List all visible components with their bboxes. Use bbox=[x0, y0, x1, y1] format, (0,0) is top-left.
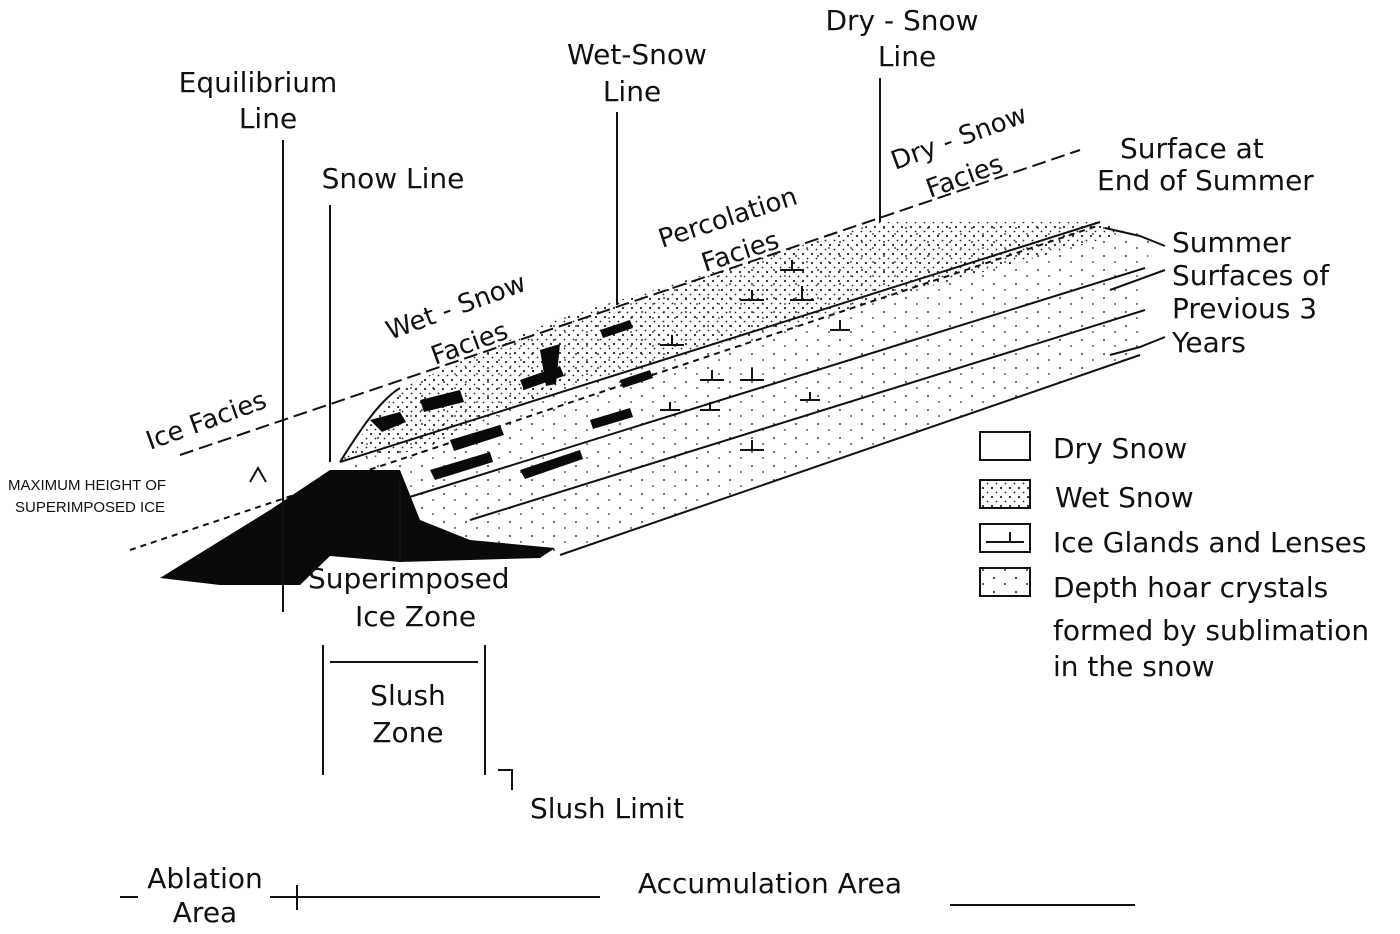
slush-zone-label-2: Zone bbox=[372, 716, 443, 749]
summer-surface-line-5 bbox=[559, 354, 1141, 556]
summer-surfaces-label-1: Summer bbox=[1172, 226, 1291, 259]
end-summer-surface-line bbox=[179, 149, 1081, 456]
superimposed-zone-label-2: Ice Zone bbox=[355, 600, 476, 633]
ablation-area-label-2: Area bbox=[173, 896, 237, 929]
legend: Dry Snow Wet Snow Ice Glands and Lenses … bbox=[979, 431, 1369, 683]
max-height-label-2: SUPERIMPOSED ICE bbox=[15, 499, 165, 516]
superimposed-ice-mass bbox=[160, 470, 555, 585]
legend-swatch-ice-glands bbox=[979, 523, 1031, 553]
wet-snow-line-label-1: Wet-Snow bbox=[567, 38, 707, 71]
equilibrium-line-label-1: Equilibrium bbox=[179, 66, 338, 99]
snow-front-curve bbox=[339, 387, 401, 463]
surface-end-summer-label-1: Surface at bbox=[1120, 132, 1264, 165]
legend-label-ice-glands: Ice Glands and Lenses bbox=[1053, 526, 1366, 559]
surface-end-summer-label-2: End of Summer bbox=[1097, 164, 1314, 197]
legend-swatch-dry-snow bbox=[979, 431, 1031, 461]
ice-lens-marks bbox=[660, 260, 850, 451]
wet-snow-line-label-2: Line bbox=[603, 75, 661, 108]
max-height-caret bbox=[249, 465, 267, 483]
ice-glands-group bbox=[370, 320, 653, 480]
legend-label-wet-snow: Wet Snow bbox=[1055, 481, 1194, 514]
summer-surfaces-label-3: Previous 3 bbox=[1172, 292, 1317, 325]
accumulation-area-label: Accumulation Area bbox=[638, 867, 902, 900]
legend-swatch-wet-snow bbox=[979, 479, 1031, 509]
ice-gland-symbol bbox=[986, 532, 1024, 543]
dry-snow-line-label-2: Line bbox=[878, 40, 936, 73]
summer-surface-line-2 bbox=[339, 221, 1101, 463]
max-height-label-1: MAXIMUM HEIGHT OF bbox=[8, 477, 166, 494]
snow-line-label: Snow Line bbox=[322, 162, 465, 195]
legend-label-depth-hoar-3: in the snow bbox=[1053, 650, 1215, 683]
summer-surface-line-4 bbox=[469, 309, 1146, 521]
summer-surfaces-label-4: Years bbox=[1171, 326, 1246, 359]
legend-label-depth-hoar: Depth hoar crystals bbox=[1053, 571, 1328, 604]
equilibrium-line-label-2: Line bbox=[239, 102, 297, 135]
superimposed-zone-label-1: Superimposed bbox=[308, 562, 510, 595]
legend-label-dry-snow: Dry Snow bbox=[1053, 432, 1187, 465]
legend-swatch-depth-hoar bbox=[979, 567, 1031, 597]
summer-surface-line-3 bbox=[399, 267, 1146, 501]
dry-snow-line-label-1: Dry - Snow bbox=[825, 4, 978, 37]
slush-limit-hook bbox=[498, 769, 513, 790]
legend-label-depth-hoar-2: formed by sublimation bbox=[1053, 614, 1369, 647]
slush-limit-label: Slush Limit bbox=[530, 792, 684, 825]
summer-surfaces-label-2: Surfaces of bbox=[1172, 259, 1330, 292]
summer-surfaces-bracket bbox=[1104, 227, 1166, 356]
slush-zone-label-1: Slush bbox=[370, 679, 446, 712]
ablation-area-label-1: Ablation bbox=[147, 862, 263, 895]
